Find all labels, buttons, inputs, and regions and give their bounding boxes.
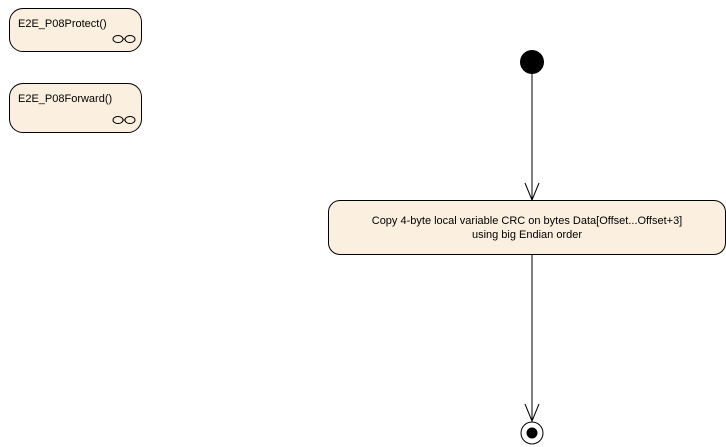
action-copy-crc[interactable]: Copy 4-byte local variable CRC on bytes … [328, 200, 726, 255]
call-node-label: E2E_P08Protect() [18, 18, 107, 30]
call-node-e2e-p08forward[interactable]: E2E_P08Forward() [9, 83, 142, 133]
arrowhead [524, 403, 540, 423]
call-behavior-rake-icon [112, 116, 136, 124]
call-node-e2e-p08protect[interactable]: E2E_P08Protect() [9, 8, 142, 52]
action-text-line-2: using big Endian order [471, 228, 583, 241]
call-node-label: E2E_P08Forward() [18, 93, 113, 105]
initial-node[interactable] [520, 50, 544, 74]
activity-final-node[interactable] [520, 421, 544, 445]
action-text-line-1: Copy 4-byte local variable CRC on bytes … [371, 214, 683, 227]
call-behavior-rake-icon [112, 35, 136, 43]
